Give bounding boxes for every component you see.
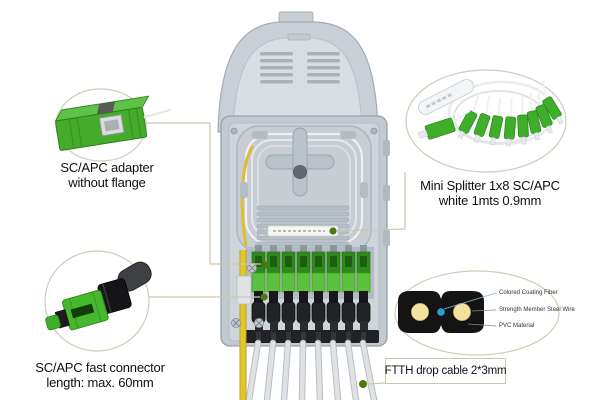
fast-connector-label: SC/APC fast connector length: max. 60mm <box>10 360 190 390</box>
fiber-termination-box <box>217 11 390 400</box>
adapter-pigtail-fiber <box>143 108 172 119</box>
drop-cables <box>245 339 378 400</box>
cable-clamp <box>236 275 252 305</box>
callout-dot-drop-cable <box>359 380 367 388</box>
fast-connector-label-line1: SC/APC fast connector <box>35 360 165 375</box>
callout-line-drop-cable <box>366 382 386 385</box>
fast-connector-callout-circle <box>44 250 152 352</box>
coated-fiber <box>437 308 445 316</box>
splitter-callout-circle <box>405 69 567 173</box>
splitter-steel-tube <box>418 79 474 115</box>
lid-vent-slots <box>260 52 340 84</box>
sc-apc-adapter-image <box>54 95 172 151</box>
callout-dot-splitter <box>329 227 337 235</box>
callout-line-adapter <box>146 122 261 265</box>
splice-holder-comb <box>256 205 350 247</box>
steel-wire-right <box>453 303 471 321</box>
splitter-input-connector <box>417 109 471 140</box>
callout-dot-fast-connector <box>260 293 268 301</box>
spool-cross <box>265 127 335 197</box>
callout-lines <box>146 122 406 385</box>
adapter-label-line2: without flange <box>68 175 146 190</box>
cross-section-label-pvc: PVC Material <box>499 323 535 329</box>
adapter-label-line1: SC/APC adapter <box>60 160 154 175</box>
splitter-connector-fan <box>457 80 564 147</box>
mini-splitter-label: Mini Splitter 1x8 SC/APC white 1mts 0.9m… <box>396 178 584 208</box>
mini-splitter-label-line2: white 1mts 0.9mm <box>438 193 542 208</box>
sc-apc-fast-connector-image <box>45 261 152 331</box>
adapter-metal-clip <box>96 101 116 115</box>
steel-wire-left <box>411 303 429 321</box>
mini-splitter-label-line1: Mini Splitter 1x8 SC/APC <box>420 178 560 193</box>
ftth-drop-cable-label: FTTH drop cable 2*3mm <box>384 365 507 377</box>
mini-splitter-image <box>417 79 564 147</box>
fast-connector-label-line2: length: max. 60mm <box>46 375 154 390</box>
callout-line-splitter <box>336 172 406 232</box>
sc-apc-adapter-row <box>246 245 374 299</box>
splice-tray <box>236 125 372 253</box>
cable-clamp-bar <box>245 330 379 343</box>
adapter-callout-circle <box>54 88 172 162</box>
adapter-label: SC/APC adapter without flange <box>27 160 187 190</box>
panel-screws <box>231 263 264 328</box>
dust-cap <box>45 314 61 331</box>
cross-section-label-steel-wire: Strength Member Steel Wire <box>499 307 575 313</box>
callout-dots <box>260 227 367 388</box>
drop-cable-callout-circle <box>394 270 560 356</box>
drop-cable-cross-section <box>398 291 497 333</box>
cross-section-label-fiber: Colored Coating Fiber <box>499 290 558 296</box>
callout-dot-adapter <box>261 261 269 269</box>
splitter-tube-label <box>267 225 339 237</box>
ftth-drop-cable-label-box: FTTH drop cable 2*3mm <box>384 358 507 384</box>
box-lid <box>217 11 379 133</box>
